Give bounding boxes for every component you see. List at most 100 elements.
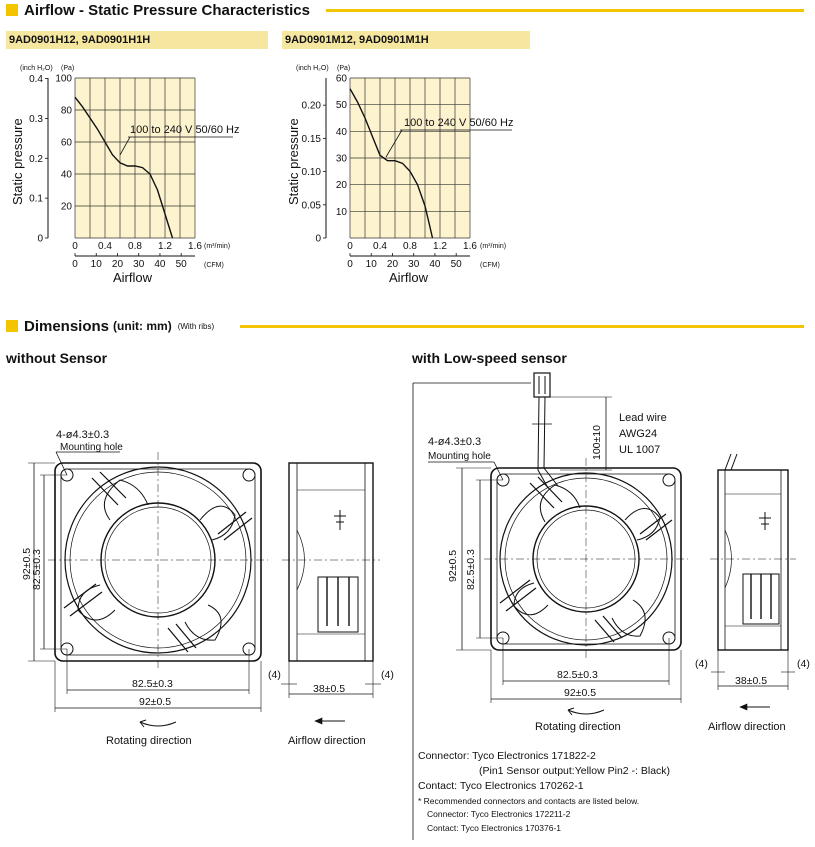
hub-inner [536, 509, 636, 609]
dim-depth: 38±0.5 [735, 675, 767, 687]
y-pa-tick: 10 [336, 207, 348, 218]
recommend-contact: Contact: Tyco Electronics 170376-1 [427, 823, 562, 833]
x-m3-tick: 0.8 [128, 241, 142, 252]
y-pa-tick: 40 [336, 127, 348, 138]
fan-blade [611, 599, 646, 637]
section-rule [326, 9, 804, 12]
fan-blade [199, 505, 236, 541]
dim-pitch-h: 82.5±0.3 [557, 669, 598, 681]
x-cfm-tick: 50 [451, 259, 463, 270]
lead-wire-label: Lead wire [619, 412, 667, 424]
y-axis-label: Static pressure [286, 118, 301, 205]
x-cfm-tick: 20 [387, 259, 399, 270]
rib [167, 623, 197, 653]
venturi-ring-inner [504, 477, 668, 641]
y-pa-tick: 50 [336, 100, 348, 111]
y-pa-unit: (Pa) [61, 65, 74, 72]
x-m3-tick: 0.8 [403, 241, 417, 252]
x-m3-tick: 1.6 [188, 241, 202, 252]
dim-gap-left: (4) [268, 669, 281, 681]
y-inch-tick: 0 [315, 234, 321, 245]
fan-side-view-sensor [710, 453, 796, 711]
pq-curve [349, 88, 434, 239]
pin-note: (Pin1 Sensor output:Yellow Pin2 -: Black… [479, 765, 671, 777]
connector-note: Connector: Tyco Electronics 171822-2 [418, 750, 596, 762]
y-inch-tick: 0.2 [29, 154, 43, 165]
dim-gap-right: (4) [381, 669, 394, 681]
rotation-arrowhead [567, 707, 575, 716]
x-m3-tick: 0 [72, 241, 78, 252]
rib [63, 583, 103, 617]
y-pa-unit: (Pa) [337, 65, 350, 72]
airflow-symbol [334, 510, 346, 530]
rib [91, 471, 127, 506]
hole-leader [493, 461, 504, 481]
y-pa-tick: 60 [336, 74, 348, 85]
dim-pitch-h: 82.5±0.3 [132, 678, 173, 690]
hole-spec: 4-ø4.3±0.3 [56, 429, 109, 441]
dim-gap-right: (4) [797, 658, 810, 670]
x-cfm-tick: 50 [176, 259, 188, 270]
x-cfm-unit: (CFM) [204, 262, 224, 269]
connector-housing [533, 372, 551, 398]
dim-depth: 38±0.5 [313, 683, 345, 695]
ribs-note: (With ribs) [177, 321, 215, 331]
airflow-arrowhead [314, 717, 323, 725]
section-title-text: Dimensions [24, 317, 110, 335]
x-cfm-tick: 40 [429, 259, 441, 270]
curve-label: 100 to 240 V 50/60 Hz [130, 124, 239, 136]
x-m3-unit: (m³/min) [204, 243, 230, 250]
dim-width: 92±0.5 [139, 696, 171, 708]
x-cfm-tick: 20 [112, 259, 124, 270]
hole-label: Mounting hole [428, 451, 491, 462]
rib [217, 511, 253, 541]
mounting-hole [662, 473, 676, 487]
y-pa-tick: 80 [61, 106, 73, 117]
recommend-note: * Recommended connectors and contacts ar… [418, 796, 640, 806]
section-rule [240, 325, 804, 328]
x-m3-tick: 1.2 [158, 241, 172, 252]
dim-gap-left: (4) [695, 658, 708, 670]
hub [532, 505, 640, 613]
ul-label: UL 1007 [619, 444, 660, 456]
dim-lead: 100±10 [591, 425, 603, 460]
y-pa-tick: 60 [61, 138, 73, 149]
contact-note: Contact: Tyco Electronics 170262-1 [418, 780, 584, 792]
x-m3-tick: 1.2 [433, 241, 447, 252]
curve-label-leader [119, 136, 131, 156]
model-label-right: 9AD0901M12, 9AD0901M1H [282, 31, 530, 49]
side-lead-wire [724, 453, 738, 471]
x-m3-tick: 0.4 [373, 241, 387, 252]
x-m3-tick: 0 [347, 241, 353, 252]
fan-blade [624, 508, 661, 541]
x-m3-tick: 0.4 [98, 241, 112, 252]
grid [349, 77, 471, 239]
x-m3-unit: (m³/min) [480, 243, 506, 250]
hole-spec: 4-ø4.3±0.3 [428, 436, 481, 448]
y-inch-unit: (inch H₂O) [296, 65, 329, 72]
dim-height: 92±0.5 [21, 548, 33, 580]
venturi-ring [499, 472, 673, 646]
dim-pitch-v: 82.5±0.3 [465, 549, 477, 590]
y-inch-tick: 0.15 [302, 134, 322, 145]
fan-blades [513, 484, 661, 637]
venturi-ring [64, 466, 252, 654]
heading-with-sensor: with Low-speed sensor [412, 350, 567, 366]
hub-inner [104, 506, 212, 614]
rotation-arrowhead [139, 719, 147, 728]
ribs [63, 471, 253, 653]
dim-height: 92±0.5 [447, 550, 459, 582]
x-cfm-tick: 30 [133, 259, 145, 270]
dim-width: 92±0.5 [564, 687, 596, 699]
y-pa-tick: 100 [55, 74, 72, 85]
rotating-label: Rotating direction [106, 735, 192, 747]
awg-label: AWG24 [619, 428, 657, 440]
y-pa-tick: 30 [336, 154, 348, 165]
heading-without-sensor: without Sensor [6, 350, 108, 366]
y-axis-label: Static pressure [10, 118, 25, 205]
y-inch-tick: 0.10 [302, 167, 322, 178]
